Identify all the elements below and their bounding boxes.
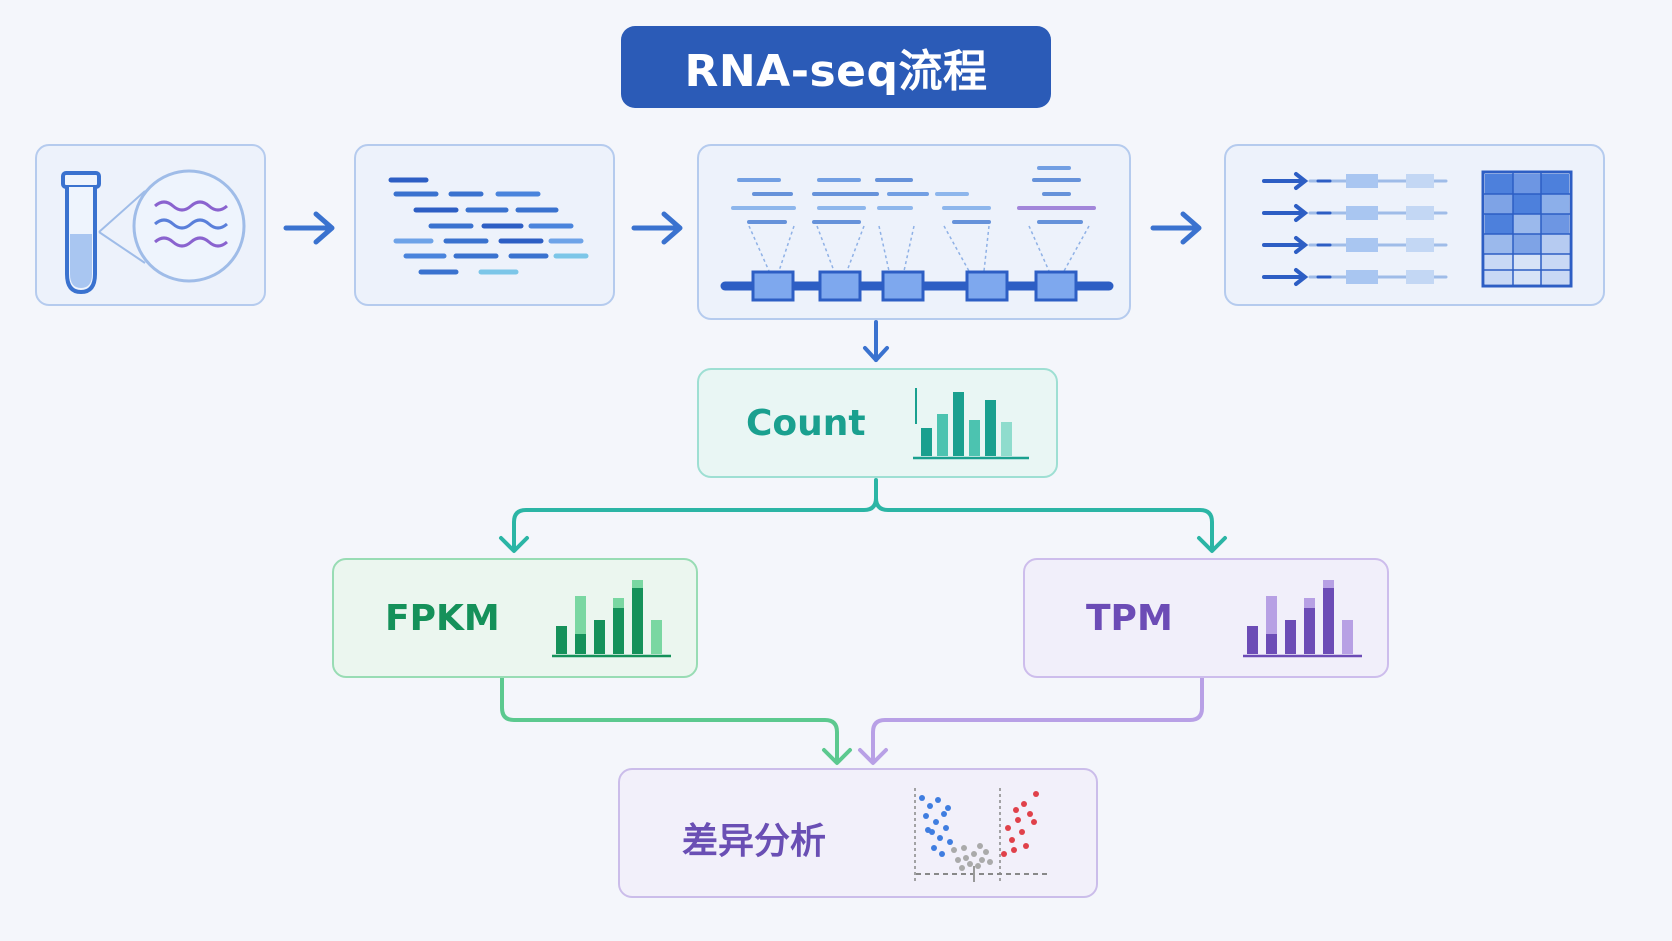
sample-card bbox=[35, 144, 266, 306]
page-title: RNA-seq流程 bbox=[621, 26, 1051, 108]
diff-label: 差异分析 bbox=[682, 821, 827, 862]
arrow-reads-to-alignment bbox=[631, 211, 683, 245]
expression-matrix-icon bbox=[1262, 170, 1573, 288]
arrow-fpkm-to-diff bbox=[500, 676, 852, 765]
arrow-tpm-to-diff bbox=[858, 676, 1204, 765]
arrow-alignment-to-count bbox=[863, 320, 889, 362]
volcano-plot-icon bbox=[914, 788, 1050, 882]
test-tube-rna-icon bbox=[61, 169, 246, 295]
matrix-card bbox=[1224, 144, 1605, 306]
diff-analysis-node: 差异分析 bbox=[618, 768, 1098, 898]
arrow-count-split bbox=[499, 478, 1227, 553]
heatmap-grid bbox=[1481, 170, 1573, 288]
sequencing-reads-icon bbox=[388, 177, 589, 275]
arrow-alignment-to-matrix bbox=[1150, 211, 1202, 245]
read-alignment-icon bbox=[720, 166, 1114, 302]
bar-chart-icon bbox=[552, 580, 671, 658]
tpm-node: TPM bbox=[1023, 558, 1389, 678]
bar-chart-icon bbox=[1243, 580, 1362, 658]
alignment-card bbox=[697, 144, 1131, 320]
fpkm-node: FPKM bbox=[332, 558, 698, 678]
count-node: Count bbox=[697, 368, 1058, 478]
count-label: Count bbox=[746, 403, 866, 444]
arrow-sample-to-reads bbox=[283, 211, 335, 245]
fpkm-label: FPKM bbox=[385, 598, 500, 639]
reads-card bbox=[354, 144, 615, 306]
tpm-label: TPM bbox=[1086, 598, 1173, 639]
bar-chart-icon bbox=[913, 388, 1029, 460]
